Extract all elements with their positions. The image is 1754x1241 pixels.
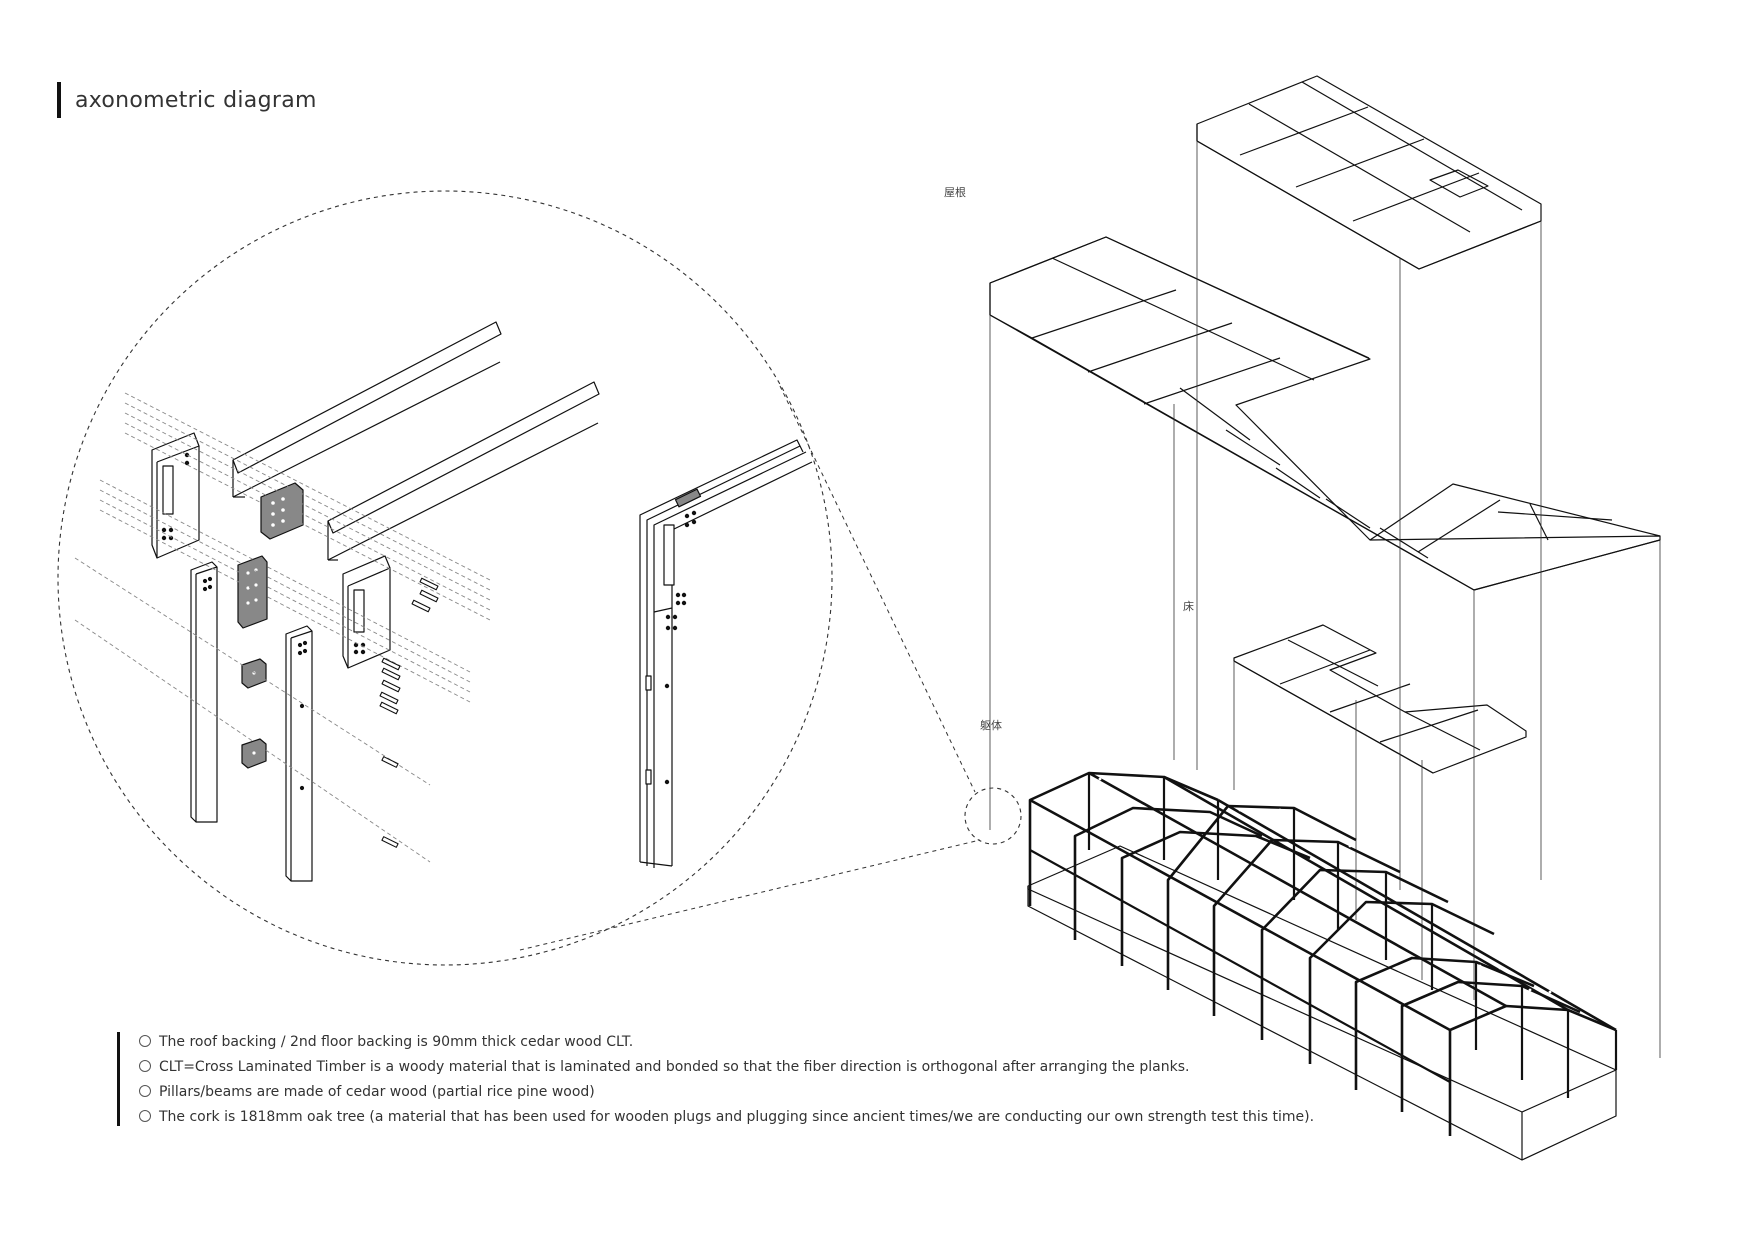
label-frame: 躯体 (980, 718, 1002, 732)
note-text: Pillars/beams are made of cedar wood (pa… (159, 1084, 595, 1100)
title-accent-bar (57, 82, 61, 118)
bullet-circle-icon (139, 1110, 151, 1122)
frame-posts (1029, 773, 1618, 1098)
label-floor: 床 (1183, 599, 1194, 613)
notes-accent-bar (117, 1032, 120, 1126)
bullet-circle-icon (139, 1060, 151, 1072)
page-title: axonometric diagram (75, 87, 317, 113)
note-text: The cork is 1818mm oak tree (a material … (159, 1109, 1315, 1125)
note-item: CLT=Cross Laminated Timber is a woody ma… (139, 1055, 1477, 1080)
label-roof: 屋根 (944, 185, 966, 199)
notes-block: The roof backing / 2nd floor backing is … (117, 1030, 1477, 1126)
bullet-circle-icon (139, 1085, 151, 1097)
projection-lines (989, 141, 1661, 1058)
note-item: The cork is 1818mm oak tree (a material … (139, 1105, 1477, 1130)
upper-roof (1196, 75, 1542, 270)
note-text: CLT=Cross Laminated Timber is a woody ma… (159, 1059, 1190, 1075)
middle-roof (989, 236, 1661, 591)
note-item: The roof backing / 2nd floor backing is … (139, 1030, 1477, 1055)
detail-l-bracket-left (151, 432, 200, 559)
detail-assembled-frame (639, 439, 813, 868)
detail-plate-holes (246, 497, 285, 755)
notes-list: The roof backing / 2nd floor backing is … (117, 1030, 1477, 1130)
detail-posts (190, 561, 313, 882)
floor-slab (1233, 624, 1527, 774)
detail-l-bracket-right (342, 555, 391, 669)
detail-zoom-circle (57, 190, 1022, 966)
note-item: Pillars/beams are made of cedar wood (pa… (139, 1080, 1477, 1105)
detail-beams (232, 321, 600, 561)
detail-guide-lines (74, 392, 491, 863)
detail-pins (379, 577, 439, 848)
note-text: The roof backing / 2nd floor backing is … (159, 1034, 634, 1050)
title-block: axonometric diagram (57, 82, 317, 118)
bullet-circle-icon (139, 1035, 151, 1047)
frame-dots (1098, 777, 1552, 994)
